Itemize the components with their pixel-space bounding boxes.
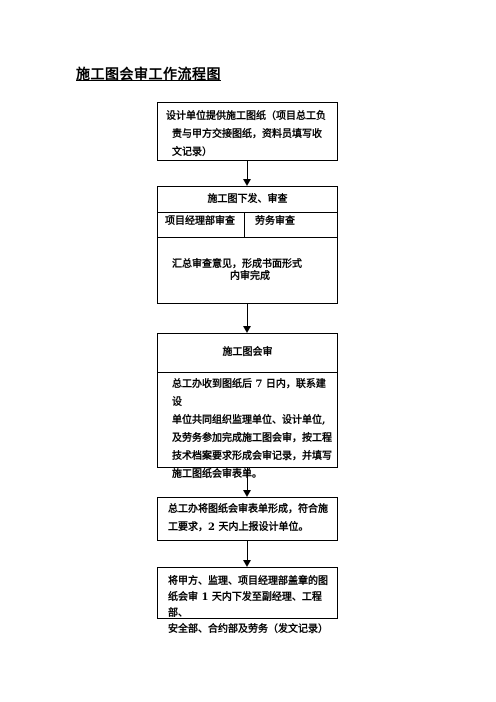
arrow-down-icon [243,326,251,333]
step-box-report: 总工办将图纸会审表单形成，符合施 工要求，2 天内上报设计单位。 [157,497,338,541]
flow-connector [247,304,248,326]
text-line: 技术档案要求形成会审记录，并填写 [172,451,332,462]
text-line: 纸会审 1 天内下发至副经理、工程部、 [168,592,322,619]
flow-connector [247,541,248,560]
text-line: 责与甲方交接图纸，资料员填写收 [172,129,322,140]
review-summary: 汇总审查意见，形成书面形式 内审完成 [172,259,332,283]
text-line: 文记录） [172,147,212,158]
step-text: 设计单位提供施工图纸（项目总工负 责与甲方交接图纸，资料员填写收 文记录） [166,108,332,162]
text-line: 安全部、合约部及劳务（发文记录） [168,624,328,635]
step-box-joint-review: 施工图会审 总工办收到图纸后 7 日内，联系建设 单位共同组织监理单位、设计单位… [157,333,338,480]
flow-connector [247,161,248,179]
review-cell-project-dept: 项目经理部审查 [158,212,245,238]
text-line: 总工办将图纸会审表单形成，符合施 [168,504,328,515]
text-line: 设计单位提供施工图纸（项目总工负 [166,111,326,122]
review-cell-labor: 劳务审查 [245,212,337,238]
flow-connector [247,468,248,490]
text-line: 工要求，2 天内上报设计单位。 [168,522,309,533]
text-line: 施工图纸会审表单。 [172,469,262,480]
arrow-down-icon [243,560,251,567]
step-box-provide-drawings: 设计单位提供施工图纸（项目总工负 责与甲方交接图纸，资料员填写收 文记录） [157,102,338,161]
text-line: 总工办收到图纸后 7 日内，联系建设 [172,379,326,408]
step-header: 施工图会审 [158,334,337,373]
text-line: 及劳务参加完成施工图会审，按工程 [172,433,332,444]
page-title: 施工图会审工作流程图 [76,67,221,83]
step-text: 将甲方、监理、项目经理部盖章的图 纸会审 1 天内下发至副经理、工程部、 安全部… [168,574,336,638]
arrow-down-icon [243,490,251,497]
arrow-down-icon [243,179,251,186]
text-line: 将甲方、监理、项目经理部盖章的图 [168,576,328,587]
text-line: 内审完成 [230,271,270,282]
step-box-distribute: 将甲方、监理、项目经理部盖章的图 纸会审 1 天内下发至副经理、工程部、 安全部… [157,567,338,635]
step-text: 总工办将图纸会审表单形成，符合施 工要求，2 天内上报设计单位。 [168,501,334,537]
step-text: 总工办收到图纸后 7 日内，联系建设 单位共同组织监理单位、设计单位, 及劳务参… [172,376,332,484]
step-header: 施工图下发、审查 [158,187,337,213]
text-line: 单位共同组织监理单位、设计单位, [172,415,326,426]
step-box-review: 施工图下发、审查 项目经理部审查 劳务审查 汇总审查意见，形成书面形式 内审完成 [157,186,338,304]
text-line: 汇总审查意见，形成书面形式 [172,259,302,270]
